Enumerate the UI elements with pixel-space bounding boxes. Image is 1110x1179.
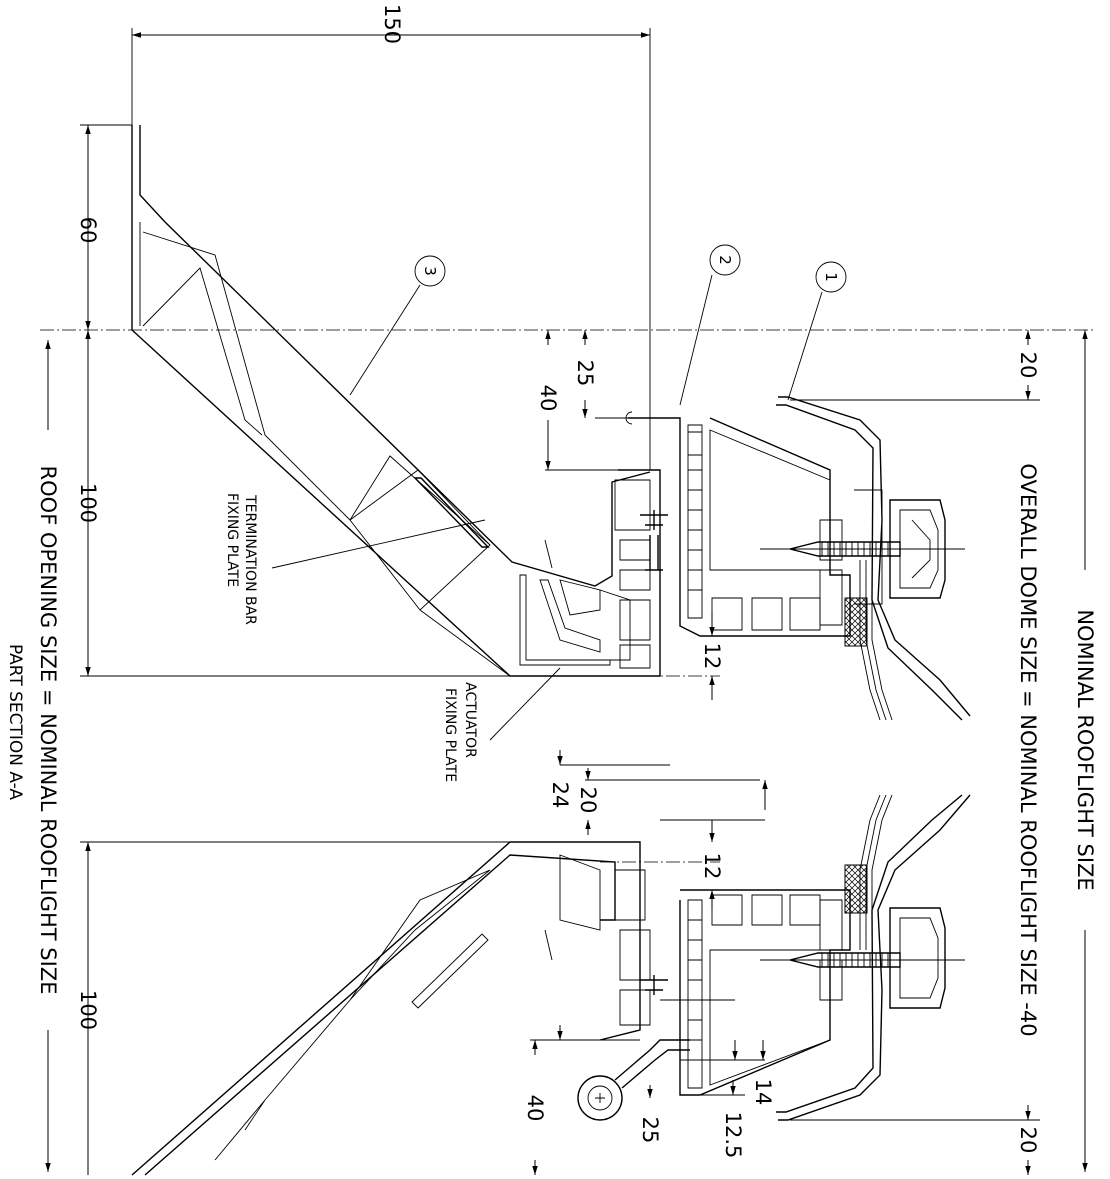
dome-glazing-lower [760,794,971,1121]
dim-100-bottom: 100 [76,990,100,1030]
svg-text:3: 3 [421,266,439,276]
dimension-lines [45,28,1088,1175]
balloon-2: 2 [709,244,741,276]
termination-bar-note: TERMINATION BAR FIXING PLATE [224,493,258,625]
dim-24: 24 [548,782,572,809]
frame-profile-lower [640,864,868,1096]
balloon-1: 1 [815,261,847,293]
frame-profile-upper [625,411,868,647]
svg-text:TERMINATION BAR: TERMINATION BAR [242,494,258,625]
dim-20-top: 20 [1016,352,1040,379]
dim-20-bottom: 20 [1016,1127,1040,1154]
actuator-note: ACTUATOR FIXING PLATE [442,682,478,782]
dim-12-top: 12 [700,643,724,670]
svg-text:ACTUATOR: ACTUATOR [462,682,478,758]
svg-text:FIXING PLATE: FIXING PLATE [442,688,458,782]
dim-25-top: 25 [573,360,597,387]
dim-150: 150 [380,4,404,44]
roof-opening-size-label: ROOF OPENING SIZE = NOMINAL ROOFLIGHT SI… [36,466,60,995]
dim-60: 60 [76,217,100,244]
dim-25-bottom: 25 [638,1117,662,1144]
svg-text:2: 2 [716,255,734,265]
dim-40-top: 40 [536,385,560,412]
dimension-values: 150 60 100 100 25 40 20 12 12 24 20 14 1… [76,4,1040,1158]
dim-20-mid: 20 [576,787,600,814]
part-section-label: PART SECTION A-A [5,644,25,800]
nominal-rooflight-size-label: NOMINAL ROOFLIGHT SIZE [1073,609,1097,890]
dim-40-bottom: 40 [523,1095,547,1122]
dim-12-bottom: 12 [700,853,724,880]
dim-14: 14 [751,1079,775,1106]
svg-text:FIXING PLATE: FIXING PLATE [224,493,240,587]
dim-100-top: 100 [76,483,100,523]
dome-glazing-upper [760,396,971,721]
size-labels: NOMINAL ROOFLIGHT SIZE OVERALL DOME SIZE… [5,463,1097,1036]
overall-dome-size-label: OVERALL DOME SIZE = NOMINAL ROOFLIGHT SI… [1016,463,1040,1036]
kerb-profile-lower [131,841,690,1176]
dim-12-5: 12.5 [721,1112,745,1159]
svg-text:1: 1 [822,272,840,282]
balloon-3: 3 [414,255,446,287]
kerb-profile-upper [131,125,661,677]
